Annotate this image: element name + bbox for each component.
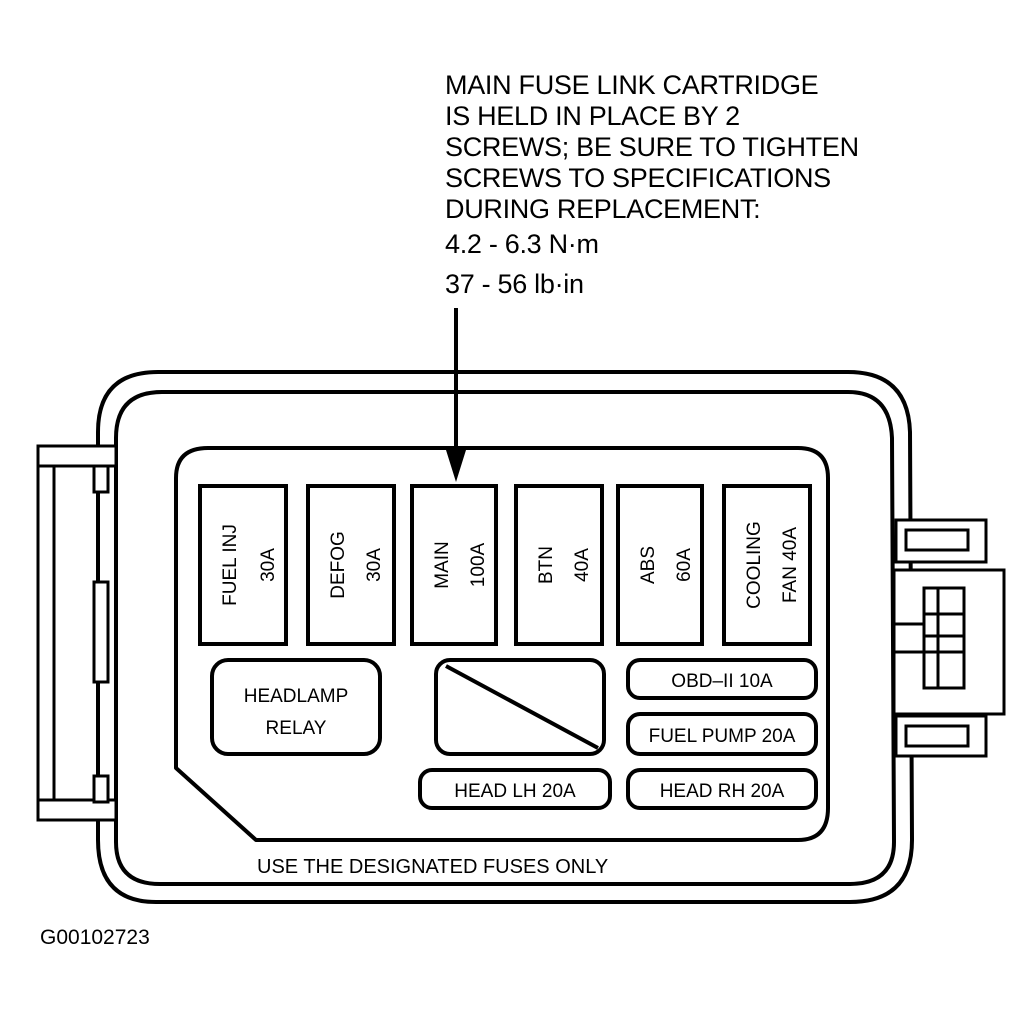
figure-id: G00102723	[40, 926, 150, 949]
fuse-btn-name: BTN	[536, 546, 557, 584]
callout-line: DURING REPLACEMENT:	[445, 194, 761, 224]
fuse-cooling-fan-rating: FAN 40A	[780, 527, 801, 603]
fuse-box-inner-wall	[114, 390, 896, 886]
fuse-fuel-pump[interactable]	[626, 712, 818, 756]
fuse-fuel-inj-rating: 30A	[258, 548, 279, 582]
fuse-head-rh[interactable]	[626, 768, 818, 810]
fuse-abs[interactable]	[616, 484, 704, 646]
torque-spec-metric: 4.2 - 6.3 N·m	[445, 229, 599, 259]
fuse-cooling-fan[interactable]	[722, 484, 812, 646]
callout-note: MAIN FUSE LINK CARTRIDGE IS HELD IN PLAC…	[445, 70, 859, 300]
headlamp-relay-label-line1: HEADLAMP	[244, 686, 349, 707]
fuse-fuel-inj-name: FUEL INJ	[220, 524, 241, 606]
fuse-main-name: MAIN	[432, 541, 453, 589]
fuse-main[interactable]	[410, 484, 498, 646]
callout-line: IS HELD IN PLACE BY 2	[445, 101, 740, 131]
left-latch	[36, 444, 118, 822]
fuse-box-outer-housing	[96, 370, 914, 904]
designated-fuses-note: USE THE DESIGNATED FUSES ONLY	[257, 856, 609, 878]
fuse-fuel-inj[interactable]	[198, 484, 288, 646]
fuse-defog-name: DEFOG	[328, 531, 349, 599]
fuse-fuel-pump-label: FUEL PUMP 20A	[649, 726, 796, 747]
callout-line: SCREWS TO SPECIFICATIONS	[445, 163, 831, 193]
callout-arrow	[446, 308, 466, 482]
fuse-main-rating: 100A	[468, 542, 489, 587]
right-connector-top	[894, 518, 988, 564]
empty-relay-position	[434, 658, 606, 756]
fuse-defog[interactable]	[306, 484, 396, 646]
callout-line: MAIN FUSE LINK CARTRIDGE	[445, 70, 819, 100]
right-connector-middle	[892, 568, 1006, 716]
right-connector-bottom	[894, 714, 988, 758]
headlamp-relay-label-line2: RELAY	[266, 718, 327, 739]
fuse-head-rh-label: HEAD RH 20A	[660, 781, 785, 802]
callout-line: SCREWS; BE SURE TO TIGHTEN	[445, 132, 859, 162]
fuse-obd-ii[interactable]	[626, 658, 818, 700]
fuse-cooling-fan-name: COOLING	[744, 521, 765, 609]
fuse-btn[interactable]	[514, 484, 604, 646]
fuse-abs-name: ABS	[638, 546, 659, 584]
fuse-btn-rating: 40A	[572, 548, 593, 582]
fuse-abs-rating: 60A	[674, 548, 695, 582]
fuse-head-lh-label: HEAD LH 20A	[454, 781, 576, 802]
headlamp-relay[interactable]	[210, 658, 382, 756]
fuse-defog-rating: 30A	[364, 548, 385, 582]
fuse-panel	[174, 446, 830, 842]
fuse-head-lh[interactable]	[418, 768, 612, 810]
fuse-obd-ii-label: OBD–II 10A	[671, 671, 773, 692]
torque-spec-imperial: 37 - 56 lb·in	[445, 269, 584, 299]
